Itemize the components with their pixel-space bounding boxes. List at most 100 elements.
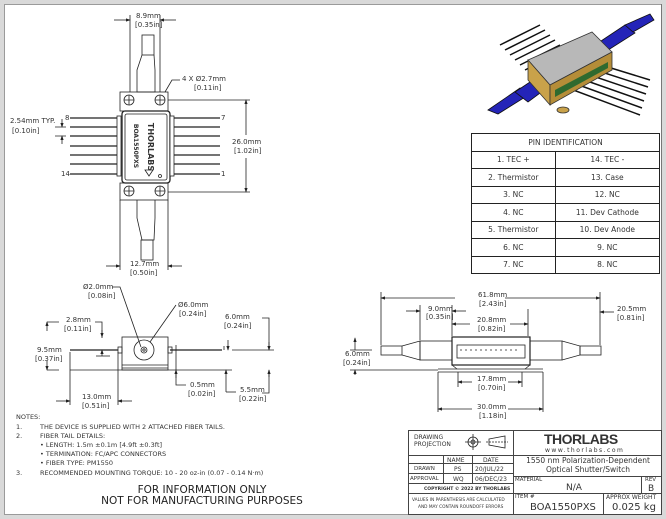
dim-boot-in: [0.35in] [426, 313, 454, 321]
dim-total-height-mm: 9.5mm [37, 346, 62, 354]
drawn-date: 20/JUL/22 [475, 466, 504, 473]
dim-holes-mm: 4 X Ø2.7mm [182, 75, 226, 83]
dim-front-height-in: [0.24in] [343, 359, 371, 367]
dim-boot-mm: 9.0mm [428, 305, 453, 313]
body-logo-marking: THORLABS [146, 122, 156, 172]
dim-flange-in: [1.18in] [479, 412, 507, 420]
pin-cell: 8. NC [554, 255, 661, 274]
pin-cell: 10. Dev Anode [554, 220, 661, 239]
dim-inner-in: [0.70in] [478, 384, 506, 392]
website: www.thorlabs.com [545, 447, 625, 454]
pin-cell: 5. Thermistor [471, 220, 556, 239]
pin-cell: 11. Dev Cathode [554, 203, 661, 222]
table-row: 1. TEC +14. TEC - [471, 150, 661, 169]
pin-cell: 12. NC [554, 185, 661, 204]
dim-tail-in: [0.81in] [617, 314, 645, 322]
values-note-1: VALUES IN PARENTHESIS ARE CALCULATED [412, 498, 505, 503]
weight-label: APPROX WEIGHT [606, 494, 657, 501]
dim-fiber-dia-mm: Ø2.0mm [83, 283, 114, 291]
note-text: • LENGTH: 1.5m ±0.1m [4.9ft ±0.3ft] [40, 441, 163, 449]
note-text: THE DEVICE IS SUPPLIED WITH 2 ATTACHED F… [40, 423, 225, 431]
dim-tail-mm: 20.5mm [617, 305, 647, 313]
projection-label: DRAWING PROJECTION [414, 434, 451, 448]
date-header: DATE [483, 457, 499, 464]
pin-cell: 9. NC [554, 238, 661, 257]
dim-holes-in: [0.11in] [194, 84, 222, 92]
dim-pin-pitch-in: [0.10in] [12, 127, 40, 135]
pin-cell: 3. NC [471, 185, 556, 204]
dim-inner-mm: 17.8mm [477, 375, 507, 383]
material-value: N/A [566, 483, 582, 493]
drawing-title-2: Optical Shutter/Switch [545, 465, 631, 474]
top-view [55, 15, 250, 270]
dim-body-mm: 20.8mm [477, 316, 507, 324]
note-text: RECOMMENDED MOUNTING TORQUE: 10 - 20 oz-… [40, 469, 264, 477]
note-text: FIBER TAIL DETAILS: [40, 432, 106, 440]
projection-symbol [465, 434, 508, 450]
disclaimer-line-2: NOT FOR MANUFACTURING PURPOSES [101, 495, 303, 507]
pin-cell: 13. Case [554, 168, 661, 187]
dim-right-height-mm: 6.0mm [225, 313, 250, 321]
values-note-2: AND MAY CONTAIN ROUNDOFF ERRORS [418, 505, 504, 510]
weight-value: 0.025 kg [612, 502, 656, 513]
dim-boot-dia-mm: Ø6.0mm [178, 301, 209, 309]
pin-label-1: 1 [221, 170, 226, 178]
dim-flange-mm: 30.0mm [477, 403, 507, 411]
dim-width-bottom-in: [0.50in] [130, 269, 158, 277]
pin-label-7: 7 [221, 114, 226, 122]
pin-cell: 4. NC [471, 203, 556, 222]
pin-cell: 6. NC [471, 238, 556, 257]
dim-height-mm: 26.0mm [232, 138, 262, 146]
drawn-label: DRAWN [414, 466, 435, 472]
item-value: BOA1550PXS [530, 502, 596, 513]
approval-name: WQ [453, 476, 464, 483]
pin-identification-table: PIN IDENTIFICATION 1. TEC +14. TEC - 2. … [471, 133, 661, 274]
dim-overall-mm: 61.8mm [478, 291, 508, 299]
note-num: 1. [16, 423, 23, 431]
approval-date: 06/DEC/23 [475, 476, 507, 483]
thorlabs-logo: THORLABS [544, 431, 618, 447]
dim-right-height-in: [0.24in] [224, 322, 252, 330]
drawing-title-1: 1550 nm Polarization-Dependent [526, 456, 650, 465]
scrollbar-edge [661, 4, 662, 514]
dim-fiber-height-in: [0.22in] [239, 395, 267, 403]
approval-label: APPROVAL [410, 476, 439, 482]
dim-fiber-height-mm: 5.5mm [240, 386, 265, 394]
dim-pin-offset-in: [0.11in] [64, 325, 92, 333]
dim-base-mm: 0.5mm [190, 381, 215, 389]
dim-width-top-in: [0.35in] [135, 21, 163, 29]
product-3d-render [487, 13, 655, 116]
note-num: 2. [16, 432, 23, 440]
copyright: COPYRIGHT © 2022 BY THORLABS [424, 487, 511, 492]
rev-label: REV [645, 477, 657, 483]
drawn-name: PS [454, 466, 462, 473]
dim-total-height-in: [0.37in] [35, 355, 63, 363]
note-num: 3. [16, 469, 23, 477]
pin-cell: 14. TEC - [554, 150, 661, 169]
pin-cell: 1. TEC + [471, 150, 556, 169]
front-view [350, 292, 614, 412]
dim-overall-in: [2.43in] [479, 300, 507, 308]
body-part-marking: BOA1550PXS [132, 123, 140, 169]
dim-boot-dia-in: [0.24in] [179, 310, 207, 318]
dim-fiber-dia-in: [0.08in] [88, 292, 116, 300]
pin-cell: 7. NC [471, 255, 556, 274]
dim-base-in: [0.02in] [188, 390, 216, 398]
pin-cell: 2. Thermistor [471, 168, 556, 187]
dim-width-top-mm: 8.9mm [136, 12, 161, 20]
note-text: • FIBER TYPE: PM1550 [40, 459, 113, 467]
pin-label-8: 8 [65, 114, 70, 122]
dim-pin-length-mm: 13.0mm [82, 393, 112, 401]
pin-label-14: 14 [61, 170, 70, 178]
side-view [45, 286, 274, 405]
name-header: NAME [447, 457, 465, 464]
material-label: MATERIAL [515, 477, 543, 483]
item-label: ITEM # [515, 494, 535, 500]
